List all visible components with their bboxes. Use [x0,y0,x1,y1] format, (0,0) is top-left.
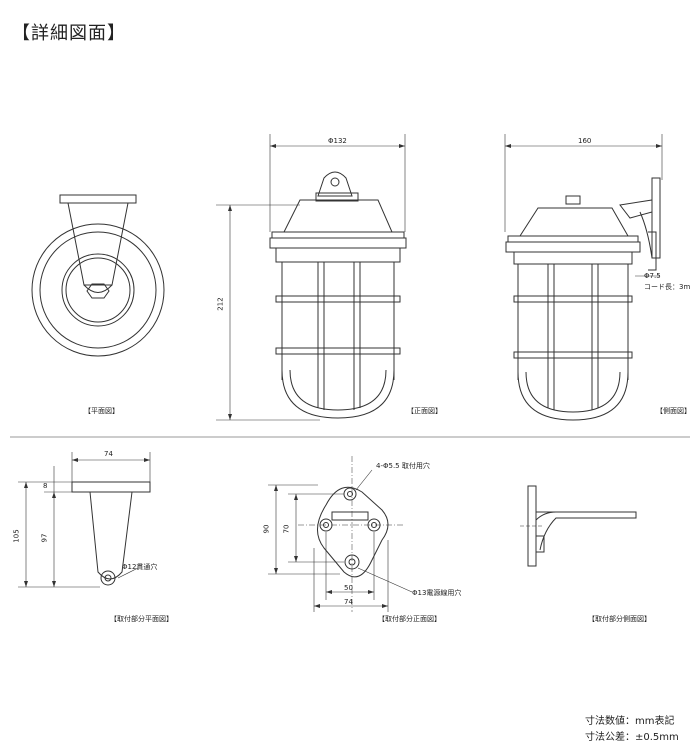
dim-cord-len: コード長：3m [644,283,691,291]
dim-total-105: 105 [12,529,21,543]
dim-height: 212 [216,297,225,311]
caption-mount-plan: 【取付部分平面図】 [110,615,173,623]
front-view-drawing [216,134,407,421]
caption-side: 【側面図】 [656,407,691,415]
plan-view-drawing [31,194,165,357]
caption-mount-front: 【取付部分正面図】 [378,615,441,623]
note-unit: 寸法数値：mm表記 [585,716,675,727]
dim-holes-4: 4-Φ5.5 取付用穴 [376,462,430,470]
dim-front-width: Φ132 [328,137,347,145]
dim-hole-13: Φ13電源線用穴 [412,589,462,597]
side-view-drawing [504,134,663,421]
mount-plan-drawing [18,452,151,588]
dim-cord-dia: Φ7.5 [644,272,661,280]
mount-front-drawing [268,456,413,612]
note-tolerance: 寸法公差：±0.5mm [585,732,679,743]
dim-arm-97: 97 [40,533,49,543]
mount-side-drawing [520,485,637,567]
page-title: 【詳細図面】 [12,23,126,44]
caption-mount-side: 【取付部分側面図】 [588,615,651,623]
dim-h-70: 70 [282,524,291,534]
dim-hole-12: Φ12貫通穴 [122,563,158,571]
dim-w-50: 50 [344,584,353,592]
dim-plate-thick: 8 [43,482,48,490]
caption-plan: 【平面図】 [84,407,119,415]
dim-side-width: 160 [578,137,592,145]
dim-plate-width: 74 [104,450,113,458]
dim-w-74: 74 [344,598,353,606]
dim-h-90: 90 [262,524,271,534]
caption-front: 【正面図】 [407,407,442,415]
